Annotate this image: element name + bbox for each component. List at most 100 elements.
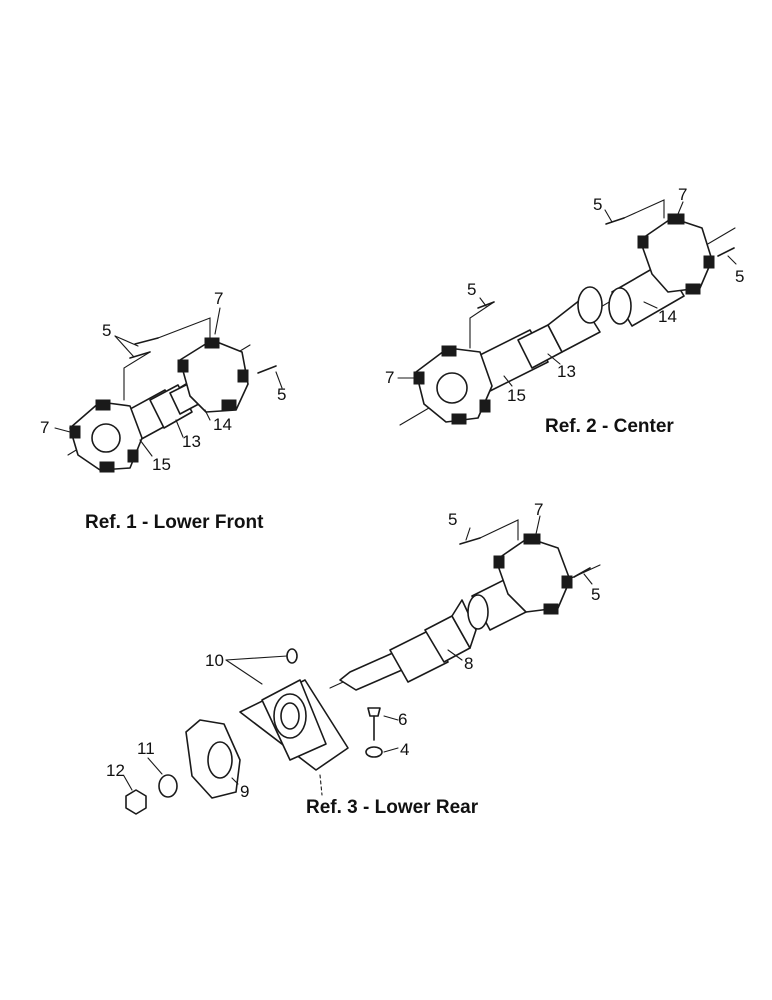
bearing-cap xyxy=(237,369,249,383)
callout-7: 7 xyxy=(214,289,223,308)
leader xyxy=(469,301,495,349)
bearing-cap xyxy=(637,235,649,249)
callout-8: 8 xyxy=(464,654,473,673)
callout-6: 6 xyxy=(398,710,407,729)
callout-11: 11 xyxy=(137,739,155,758)
callout-5: 5 xyxy=(467,280,476,299)
bearing-cap xyxy=(221,399,237,411)
leader xyxy=(175,419,184,438)
leader xyxy=(157,317,211,341)
bolt-5 xyxy=(477,301,495,309)
nut-12 xyxy=(125,789,147,815)
bearing-cap xyxy=(685,283,701,295)
leader xyxy=(547,353,561,365)
callout-5: 5 xyxy=(735,267,744,286)
washer-4 xyxy=(365,746,383,758)
bolt-head-6 xyxy=(367,707,381,717)
bearing-cap xyxy=(441,345,457,357)
leader xyxy=(383,747,399,753)
tube-end xyxy=(467,594,489,630)
flange-hub xyxy=(91,423,121,453)
bearing-cap xyxy=(69,425,81,439)
leader xyxy=(447,649,463,661)
callout-7: 7 xyxy=(678,185,687,204)
bearing-cap xyxy=(667,213,685,225)
bearing-cap xyxy=(561,575,573,589)
callout-4: 4 xyxy=(400,740,409,759)
assembly-ref2: 5 7 5 14 5 7 13 15 Ref. 2 - Center xyxy=(385,185,744,437)
callout-5: 5 xyxy=(448,510,457,529)
callout-5: 5 xyxy=(593,195,602,214)
leader xyxy=(604,209,613,223)
leader xyxy=(479,519,519,541)
bolt-5 xyxy=(459,537,481,545)
bolt-5 xyxy=(129,351,151,359)
leader xyxy=(465,527,471,541)
leader xyxy=(54,427,71,433)
leader xyxy=(677,201,684,215)
leader xyxy=(479,297,487,307)
assembly-ref1: 5 7 5 14 7 13 15 Ref. 1 - Lower Front xyxy=(40,289,286,533)
callout-7: 7 xyxy=(385,368,394,387)
bearing-cap xyxy=(493,555,505,569)
yoke-spline xyxy=(207,741,233,779)
axis-line xyxy=(319,774,323,796)
leader xyxy=(623,199,665,219)
callout-5: 5 xyxy=(102,321,111,340)
callout-14: 14 xyxy=(213,415,232,434)
leader xyxy=(643,301,658,309)
bearing-cap xyxy=(451,413,467,425)
callout-7: 7 xyxy=(40,418,49,437)
splined-stub xyxy=(339,651,403,691)
callout-15: 15 xyxy=(507,386,526,405)
callout-13: 13 xyxy=(182,432,201,451)
leader xyxy=(535,515,541,535)
leader xyxy=(139,439,153,457)
bearing-cap xyxy=(99,461,115,473)
bearing-cap xyxy=(177,359,189,373)
caption-ref3: Ref. 3 - Lower Rear xyxy=(306,797,479,818)
caption-ref1: Ref. 1 - Lower Front xyxy=(85,512,264,533)
bolt-5 xyxy=(605,217,625,225)
leader xyxy=(123,775,133,791)
bearing-cap xyxy=(479,399,491,413)
bearing-cap xyxy=(204,337,220,349)
leader xyxy=(275,371,283,389)
callout-12: 12 xyxy=(106,761,125,780)
tube-end xyxy=(608,287,632,325)
leader xyxy=(204,409,211,421)
flange-hub xyxy=(436,372,468,404)
caption-ref2: Ref. 2 - Center xyxy=(545,416,674,437)
assembly-ref3: 5 7 5 8 10 6 4 11 12 9 Ref. 3 - Lower Re… xyxy=(106,500,601,818)
bearing-cap xyxy=(95,399,111,411)
leader xyxy=(225,659,263,685)
bolt-5 xyxy=(717,247,735,257)
callout-13: 13 xyxy=(557,362,576,381)
washer-11 xyxy=(158,774,178,798)
bearing-cap xyxy=(413,371,425,385)
callout-5: 5 xyxy=(591,585,600,604)
leader xyxy=(147,757,163,775)
callout-9: 9 xyxy=(240,782,249,801)
bearing-cap xyxy=(703,255,715,269)
bearing-cap xyxy=(523,533,541,545)
callout-14: 14 xyxy=(658,307,677,326)
callout-7: 7 xyxy=(534,500,543,519)
leader xyxy=(214,307,221,335)
bearing-inner xyxy=(280,702,300,730)
bearing-cap xyxy=(543,603,559,615)
leader xyxy=(123,351,151,401)
leader xyxy=(225,655,288,661)
bolt-5 xyxy=(573,567,591,578)
leader xyxy=(114,335,139,347)
callout-5: 5 xyxy=(277,385,286,404)
bolt-5 xyxy=(257,365,277,374)
callout-15: 15 xyxy=(152,455,171,474)
leader xyxy=(583,573,593,585)
leader xyxy=(231,777,239,785)
leader xyxy=(114,335,135,358)
bolt-5 xyxy=(134,337,159,345)
leader xyxy=(503,375,513,387)
